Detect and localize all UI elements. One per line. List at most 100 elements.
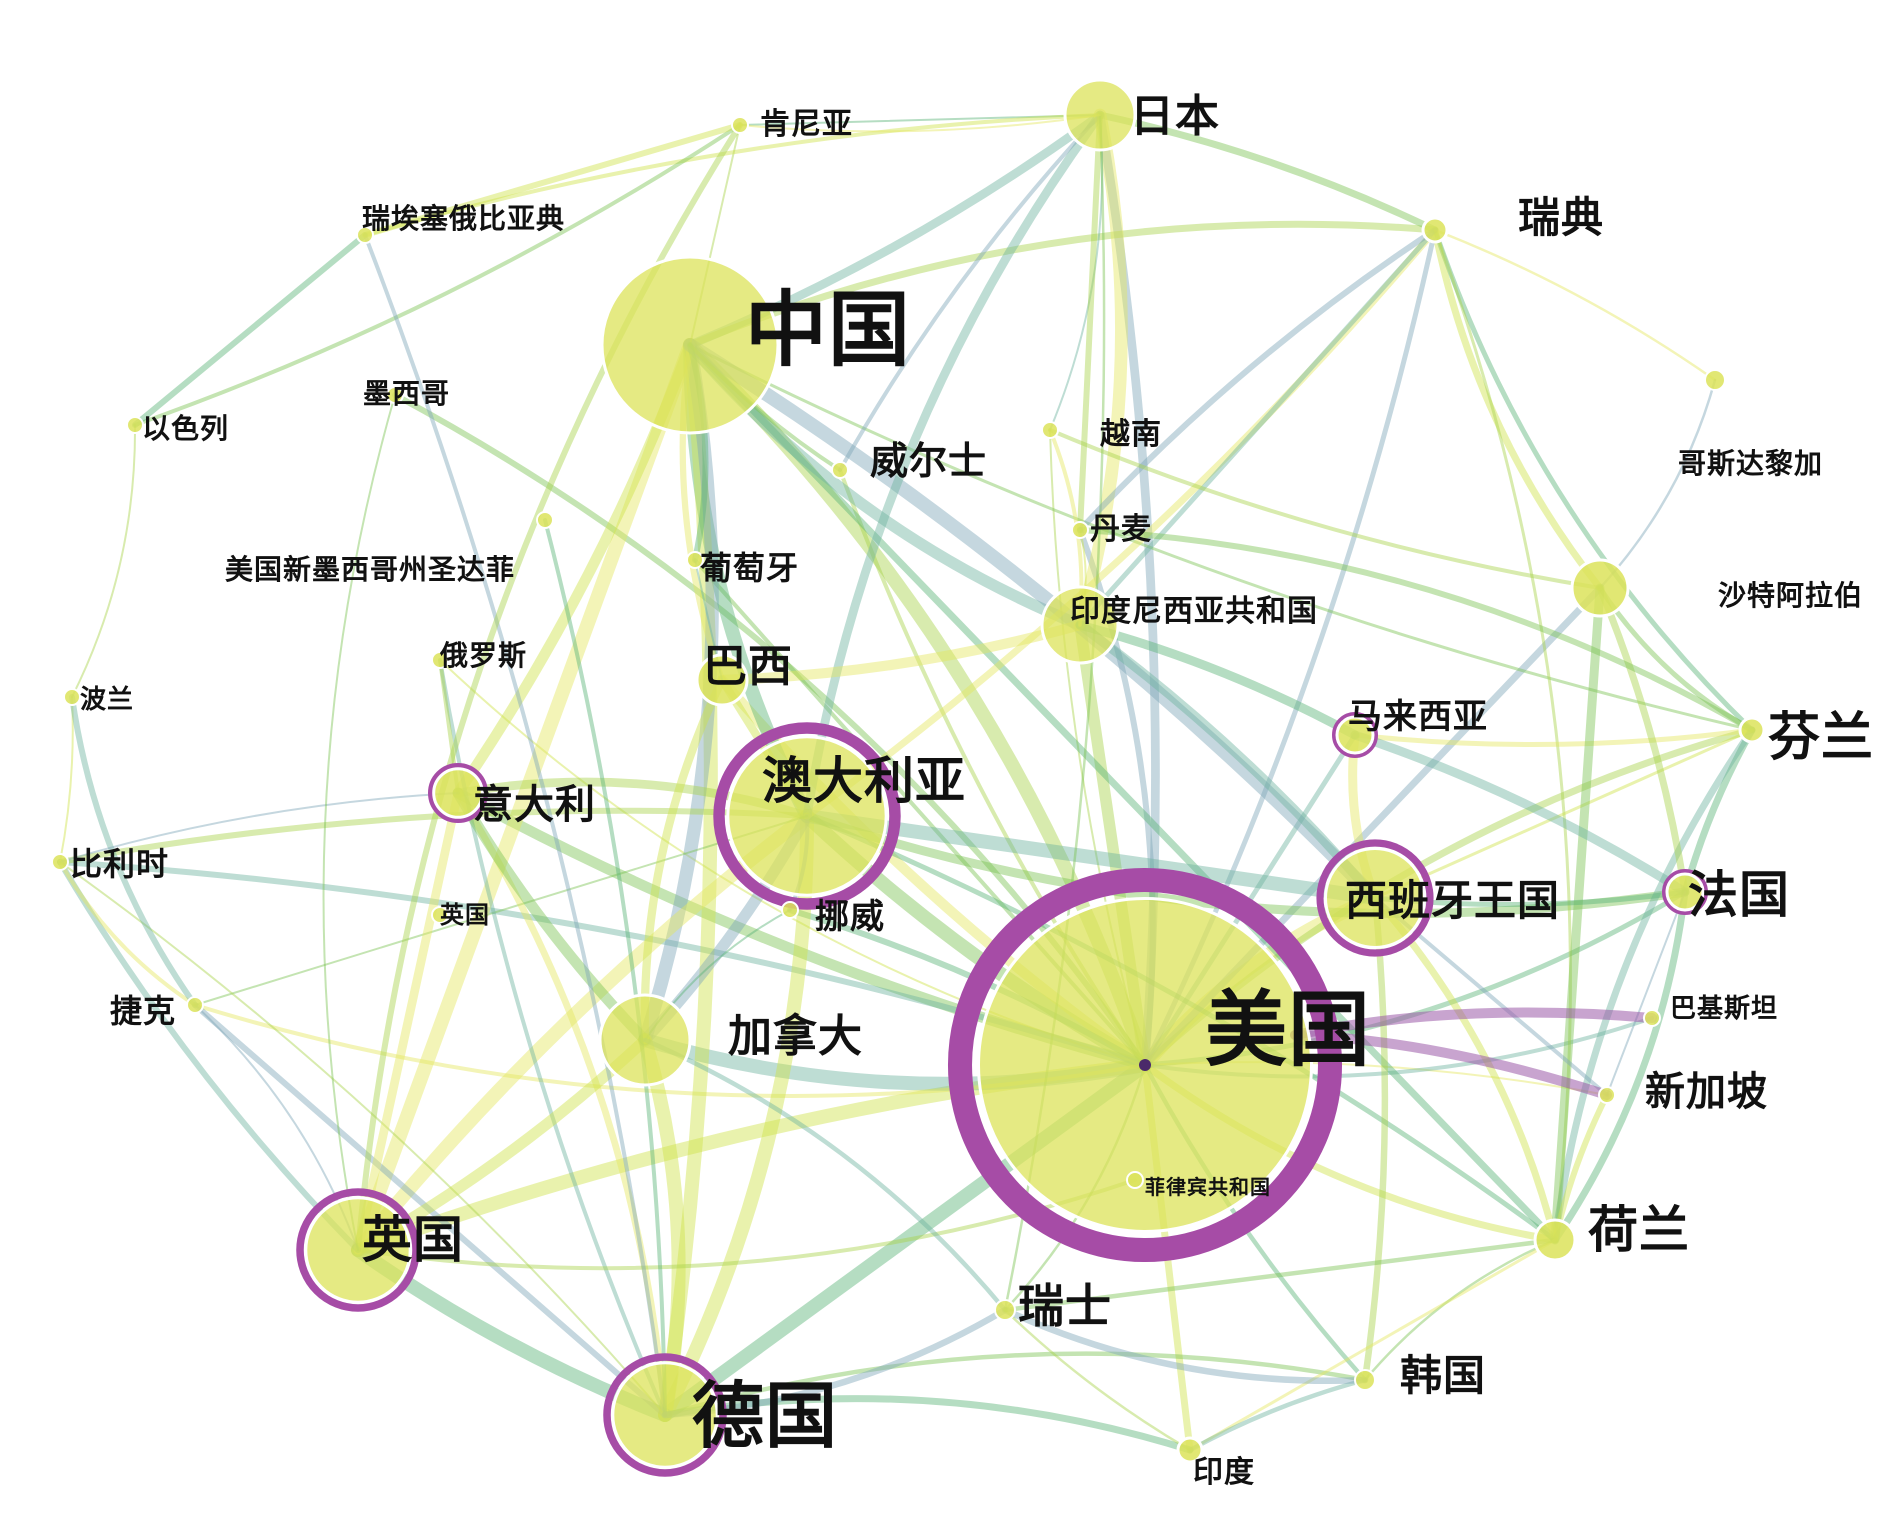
edge-il-ke [133, 123, 742, 427]
edge-de-in [661, 1395, 1194, 1454]
edge-jp-ke [739, 114, 1101, 126]
label-my: 马来西亚 [1348, 697, 1488, 737]
label-mx: 墨西哥 [363, 377, 451, 410]
label-cn: 中国 [745, 283, 912, 378]
label-de: 德国 [692, 1374, 839, 1458]
node-gb2 [431, 906, 449, 924]
edge-au-be [57, 807, 810, 865]
edge-nl-kr [1363, 1238, 1557, 1382]
node-ch [994, 1299, 1016, 1321]
label-no: 挪威 [815, 897, 885, 937]
edge-nm-de [543, 518, 667, 1417]
edge-pl-be [59, 696, 74, 863]
node-ring-us [947, 867, 1343, 1263]
node-it [432, 767, 484, 819]
edge-kr-in [1187, 1377, 1368, 1453]
edge-et-de [363, 233, 667, 1417]
label-it: 意大利 [473, 782, 596, 828]
label-ch: 瑞士 [1018, 1279, 1112, 1333]
node-ring-de [603, 1353, 727, 1477]
node-nl [1533, 1218, 1577, 1262]
edge-jp-dk [1077, 112, 1103, 533]
edge-dk-fi [1077, 527, 1755, 733]
edge-fr-sg [1606, 891, 1686, 1096]
edge-kr-ch [1001, 1306, 1369, 1385]
node-ring-es [1316, 839, 1434, 957]
node-et [356, 226, 374, 244]
label-ph: 菲律宾共和国 [1145, 1175, 1271, 1199]
edge-au-jp [802, 110, 1105, 821]
strong-edge-us-pk [1290, 1007, 1657, 1040]
node-ring-au [713, 722, 901, 910]
node-sg [1598, 1086, 1616, 1104]
edge-be-it [59, 792, 459, 863]
label-vn: 越南 [1100, 417, 1162, 452]
label-cr: 哥斯达黎加 [1678, 447, 1824, 480]
label-ru: 俄罗斯 [440, 639, 528, 672]
edge-ca-br [640, 675, 727, 1045]
edge-cn-nl [686, 341, 1559, 1244]
label-be: 比利时 [70, 845, 170, 883]
node-pk [1643, 1009, 1661, 1027]
label-us: 美国 [1205, 983, 1372, 1078]
node-ru [431, 651, 449, 669]
node-ph [1126, 1171, 1144, 1189]
label-cz: 捷克 [110, 992, 177, 1030]
edge-sa-nl [1550, 583, 1605, 1245]
edge-br-id [716, 619, 1086, 686]
node-cn [600, 255, 780, 435]
node-au [726, 735, 888, 897]
label-il: 以色列 [142, 412, 230, 445]
edge-il-pl [71, 424, 137, 698]
label-pl: 波兰 [80, 685, 135, 715]
node-my [1335, 715, 1375, 755]
label-pk: 巴基斯坦 [1670, 994, 1779, 1024]
edge-gb-be [57, 859, 361, 1253]
edge-de-it [454, 789, 669, 1419]
edge-pl-cz [69, 694, 198, 1008]
edge-cn-gb [351, 338, 697, 1257]
edge-nl-in [1188, 1238, 1557, 1452]
edge-nl-fr [1551, 888, 1689, 1244]
edge-sa-fr [1596, 584, 1689, 896]
edge-id-my [1075, 620, 1360, 740]
node-no [781, 901, 799, 919]
node-br [695, 653, 749, 707]
node-il [126, 416, 144, 434]
label-jp: 日本 [1130, 91, 1220, 142]
edge-se-fi [1432, 227, 1755, 733]
label-sa: 沙特阿拉伯 [1718, 579, 1864, 612]
edge-se-id [1077, 227, 1438, 628]
edge-jp-et [363, 113, 1102, 237]
edge-jp-id [1073, 108, 1128, 632]
label-et: 瑞埃塞俄比亚典 [362, 202, 566, 235]
label-nm: 美国新墨西哥州圣达菲 [225, 553, 516, 586]
edge-ca-ch [642, 1037, 1008, 1313]
edge-fi-my [1352, 727, 1755, 748]
edge-my-fr [1350, 730, 1690, 897]
node-hub-us [1139, 1059, 1151, 1071]
label-kr: 韩国 [1400, 1351, 1487, 1400]
label-se: 瑞典 [1518, 193, 1605, 242]
label-ca: 加拿大 [728, 1011, 863, 1062]
edge-cn-de [658, 338, 718, 1422]
edge-gb-it [353, 788, 463, 1255]
node-pt [686, 551, 704, 569]
edge-se-cr [1433, 228, 1717, 382]
node-vn [1041, 421, 1059, 439]
node-ring-it [428, 763, 488, 823]
node-de [611, 1361, 719, 1469]
node-cz [186, 996, 204, 1014]
label-wales: 威尔士 [870, 439, 988, 483]
label-in: 印度 [1193, 1455, 1255, 1490]
node-sa [1570, 558, 1630, 618]
label-fi: 芬兰 [1768, 708, 1875, 768]
label-gb: 英国 [362, 1211, 464, 1269]
node-ke [731, 116, 749, 134]
edge-vn-sa [1048, 428, 1602, 590]
node-fi [1738, 716, 1766, 744]
node-pl [63, 688, 81, 706]
node-be [51, 853, 69, 871]
